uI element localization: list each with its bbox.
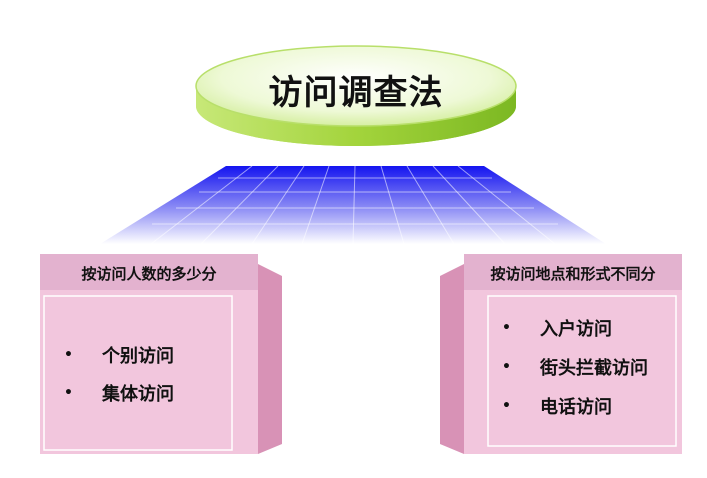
- right-branch-label: 按访问地点和形式不同分: [490, 264, 656, 283]
- page-title: 访问调查法: [268, 72, 444, 113]
- title-disc: [195, 45, 517, 146]
- left-panel: [40, 254, 282, 454]
- list-item: • 个别访问: [62, 336, 174, 374]
- bullet-icon: •: [64, 385, 73, 401]
- left-branch-label: 按访问人数的多少分: [81, 264, 217, 283]
- bullet-icon: •: [502, 319, 511, 336]
- right-panel: [440, 254, 682, 454]
- list-item-label: 电话访问: [540, 396, 612, 418]
- list-item: • 街头拦截访问: [500, 347, 648, 386]
- left-branch-list: • 个别访问 • 集体访问: [62, 336, 174, 412]
- right-branch-list: • 入户访问 • 街头拦截访问 • 电话访问: [500, 308, 648, 425]
- list-item-label: 个别访问: [102, 346, 174, 367]
- bullet-icon: •: [64, 347, 73, 363]
- bullet-icon: •: [502, 358, 511, 375]
- perspective-grid: [100, 165, 606, 245]
- list-item-label: 入户访问: [540, 318, 612, 340]
- list-item: • 集体访问: [62, 374, 174, 412]
- list-item: • 电话访问: [500, 386, 648, 425]
- list-item: • 入户访问: [500, 308, 648, 347]
- bullet-icon: •: [502, 397, 511, 414]
- list-item-label: 街头拦截访问: [540, 357, 648, 379]
- list-item-label: 集体访问: [102, 384, 174, 405]
